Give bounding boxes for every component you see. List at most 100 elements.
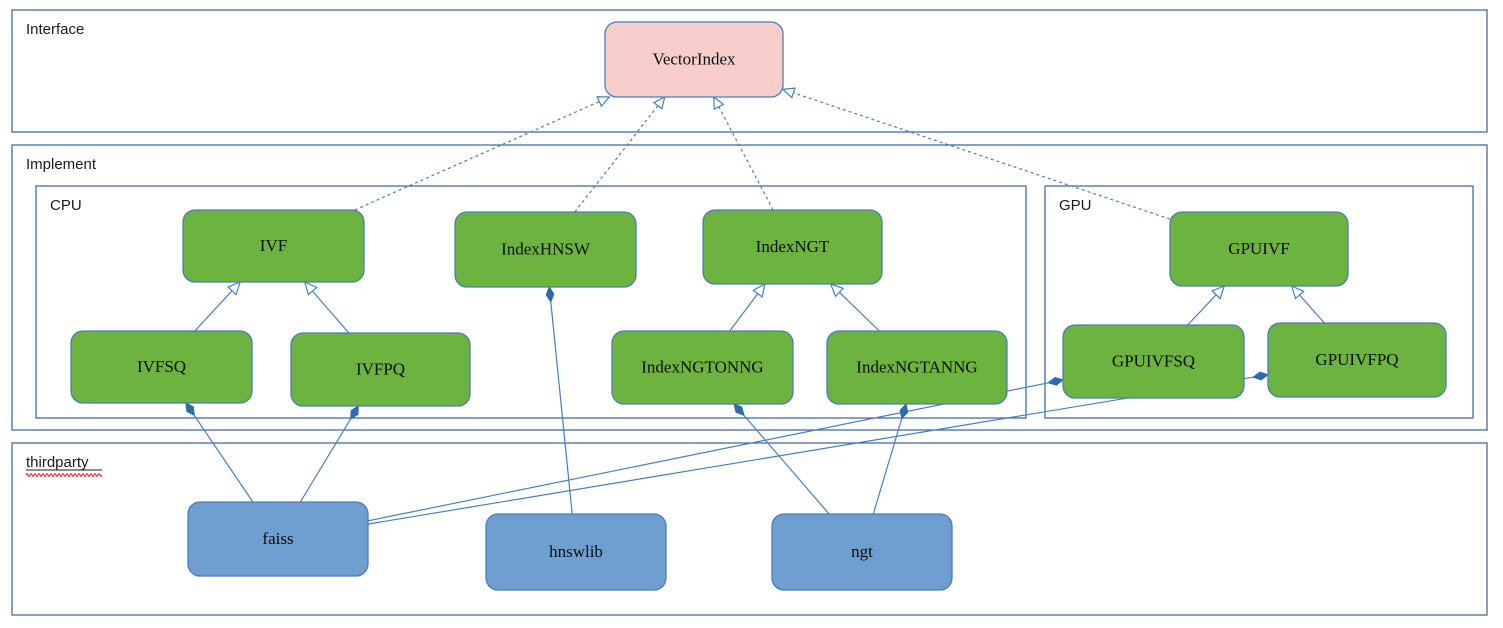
generalization-arrowhead-9 bbox=[1290, 284, 1305, 300]
node-box-GPUIVFPQ[interactable] bbox=[1267, 322, 1447, 398]
edges-layer bbox=[185, 87, 1325, 525]
edge-IndexNGTANNG-to-IndexNGT bbox=[829, 282, 880, 332]
node-label-VectorIndex: VectorIndex bbox=[652, 49, 736, 68]
aggregation-diamond-13 bbox=[1252, 371, 1270, 381]
node-label-IndexNGTONNG: IndexNGTONNG bbox=[641, 357, 763, 376]
aggregation-diamond-15 bbox=[733, 403, 745, 417]
node-box-IVF[interactable] bbox=[182, 209, 365, 283]
edge-line-4 bbox=[194, 290, 233, 332]
node-GPUIVF[interactable]: GPUIVF bbox=[1169, 211, 1349, 287]
container-label-cpu: CPU bbox=[50, 197, 82, 214]
edge-line-5 bbox=[312, 290, 350, 334]
edge-line-15 bbox=[743, 414, 830, 515]
node-label-ngt: ngt bbox=[851, 542, 873, 561]
generalization-arrowhead-5 bbox=[303, 280, 318, 296]
node-box-IndexNGTONNG[interactable] bbox=[611, 330, 794, 405]
node-box-IVFSQ[interactable] bbox=[70, 330, 253, 404]
edge-ngt-to-IndexNGTONNG bbox=[733, 403, 830, 515]
edge-line-6 bbox=[729, 293, 759, 332]
node-box-GPUIVF[interactable] bbox=[1169, 211, 1349, 287]
edge-GPUIVFSQ-to-GPUIVF bbox=[1187, 284, 1226, 326]
edge-line-3 bbox=[793, 92, 1171, 220]
node-label-hnswlib: hnswlib bbox=[549, 542, 603, 561]
node-box-IndexHNSW[interactable] bbox=[454, 211, 637, 288]
edge-GPUIVF-to-VectorIndex bbox=[781, 87, 1171, 220]
edge-IVF-to-VectorIndex bbox=[354, 96, 611, 211]
node-faiss[interactable]: faiss bbox=[187, 501, 369, 577]
edge-line-7 bbox=[838, 291, 880, 332]
spellcheck-squiggle bbox=[25, 473, 103, 477]
container-label-thirdparty: thirdparty bbox=[26, 454, 89, 471]
edge-IndexHNSW-to-VectorIndex bbox=[574, 95, 666, 213]
container-label-gpu: GPU bbox=[1059, 197, 1092, 214]
aggregation-diamond-12 bbox=[1047, 376, 1065, 386]
realization-arrowhead-0 bbox=[596, 96, 611, 108]
node-GPUIVFSQ[interactable]: GPUIVFSQ bbox=[1062, 324, 1245, 399]
node-label-IndexHNSW: IndexHNSW bbox=[501, 239, 591, 258]
node-label-IndexNGTANNG: IndexNGTANNG bbox=[856, 357, 977, 376]
node-IVF[interactable]: IVF bbox=[182, 209, 365, 283]
edge-line-14 bbox=[550, 301, 573, 515]
edge-line-12 bbox=[367, 382, 1049, 522]
generalization-arrowhead-6 bbox=[752, 282, 766, 298]
generalization-arrowhead-7 bbox=[829, 282, 845, 298]
node-IVFPQ[interactable]: IVFPQ bbox=[290, 332, 471, 407]
node-box-ngt[interactable] bbox=[771, 513, 953, 591]
node-box-GPUIVFSQ[interactable] bbox=[1062, 324, 1245, 399]
edge-line-8 bbox=[1187, 294, 1217, 326]
edge-line-11 bbox=[299, 418, 352, 503]
edge-faiss-to-IVFSQ bbox=[185, 402, 254, 503]
node-label-IVFPQ: IVFPQ bbox=[356, 359, 405, 378]
edge-line-9 bbox=[1299, 294, 1325, 324]
node-box-IndexNGT[interactable] bbox=[702, 209, 883, 285]
container-label-implement: Implement bbox=[26, 156, 97, 173]
node-GPUIVFPQ[interactable]: GPUIVFPQ bbox=[1267, 322, 1447, 398]
edge-faiss-to-GPUIVFSQ bbox=[367, 376, 1065, 522]
realization-arrowhead-1 bbox=[652, 95, 666, 110]
node-label-GPUIVFSQ: GPUIVFSQ bbox=[1112, 351, 1195, 370]
node-VectorIndex[interactable]: VectorIndex bbox=[604, 21, 784, 98]
edge-line-1 bbox=[574, 105, 659, 213]
node-label-GPUIVFPQ: GPUIVFPQ bbox=[1315, 350, 1398, 369]
aggregation-diamond-16 bbox=[899, 402, 909, 420]
aggregation-diamond-14 bbox=[545, 285, 555, 303]
node-IndexNGT[interactable]: IndexNGT bbox=[702, 209, 883, 285]
edge-GPUIVFPQ-to-GPUIVF bbox=[1290, 284, 1325, 324]
node-label-faiss: faiss bbox=[262, 529, 293, 548]
node-label-GPUIVF: GPUIVF bbox=[1228, 239, 1289, 258]
container-label-interface: Interface bbox=[26, 21, 84, 38]
realization-arrowhead-3 bbox=[781, 87, 796, 99]
node-IVFSQ[interactable]: IVFSQ bbox=[70, 330, 253, 404]
node-IndexNGTONNG[interactable]: IndexNGTONNG bbox=[611, 330, 794, 405]
aggregation-diamond-11 bbox=[350, 405, 359, 420]
node-IndexNGTANNG[interactable]: IndexNGTANNG bbox=[826, 330, 1008, 405]
edge-IndexNGT-to-VectorIndex bbox=[713, 95, 774, 211]
edge-line-16 bbox=[872, 418, 903, 515]
node-box-IVFPQ[interactable] bbox=[290, 332, 471, 407]
edge-ngt-to-IndexNGTANNG bbox=[872, 402, 909, 515]
edge-faiss-to-IVFPQ bbox=[299, 405, 359, 503]
aggregation-diamond-10 bbox=[185, 402, 195, 417]
edge-line-0 bbox=[354, 100, 600, 211]
node-label-IVFSQ: IVFSQ bbox=[137, 357, 186, 376]
node-box-hnswlib[interactable] bbox=[485, 513, 667, 591]
edge-faiss-to-GPUIVFPQ bbox=[367, 371, 1270, 525]
node-hnswlib[interactable]: hnswlib bbox=[485, 513, 667, 591]
node-box-VectorIndex[interactable] bbox=[604, 21, 784, 98]
edge-IVFPQ-to-IVF bbox=[303, 280, 350, 334]
node-box-faiss[interactable] bbox=[187, 501, 369, 577]
edge-line-13 bbox=[367, 376, 1254, 525]
node-label-IVF: IVF bbox=[260, 236, 287, 255]
node-box-IndexNGTANNG[interactable] bbox=[826, 330, 1008, 405]
node-ngt[interactable]: ngt bbox=[771, 513, 953, 591]
realization-arrowhead-2 bbox=[713, 95, 725, 111]
generalization-arrowhead-4 bbox=[226, 280, 242, 296]
node-IndexHNSW[interactable]: IndexHNSW bbox=[454, 211, 637, 288]
edge-hnswlib-to-IndexHNSW bbox=[545, 285, 573, 515]
edge-IndexNGTONNG-to-IndexNGT bbox=[729, 282, 766, 332]
edge-line-10 bbox=[193, 415, 254, 503]
node-label-IndexNGT: IndexNGT bbox=[756, 237, 830, 256]
